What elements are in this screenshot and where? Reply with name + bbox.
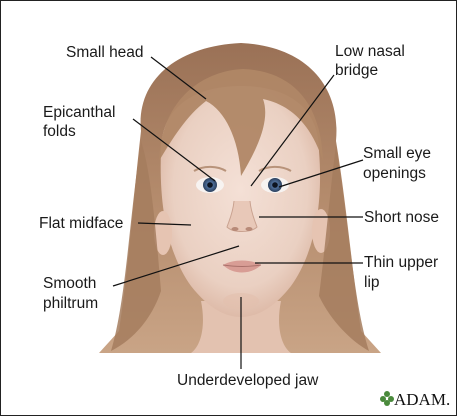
adam-logo-text: ADAM. <box>394 390 450 409</box>
label-thin-lip-line2: lip <box>364 274 380 291</box>
label-smooth-line2: philtrum <box>43 295 98 312</box>
label-small-eye-line2: openings <box>363 165 426 182</box>
right-nostril <box>246 227 253 231</box>
label-underdeveloped-jaw: Underdeveloped jaw <box>177 372 319 389</box>
adam-logo: ADAM. <box>380 390 450 409</box>
label-flat-midface: Flat midface <box>39 215 123 232</box>
label-low-nasal-line2: bridge <box>335 62 378 79</box>
label-small-head: Small head <box>66 44 144 61</box>
label-thin-lip-line1: Thin upper <box>364 254 438 271</box>
label-small-eye-line1: Small eye <box>363 145 431 162</box>
label-smooth-line1: Smooth <box>43 275 96 292</box>
label-short-nose: Short nose <box>364 209 439 226</box>
label-epicanthal-line2: folds <box>43 123 76 140</box>
label-low-nasal-line1: Low nasal <box>335 43 405 60</box>
left-nostril <box>232 227 239 231</box>
label-epicanthal-line1: Epicanthal <box>43 104 115 121</box>
adam-leaf-icon <box>380 391 394 406</box>
right-pupil <box>272 182 278 188</box>
left-pupil <box>207 182 213 188</box>
